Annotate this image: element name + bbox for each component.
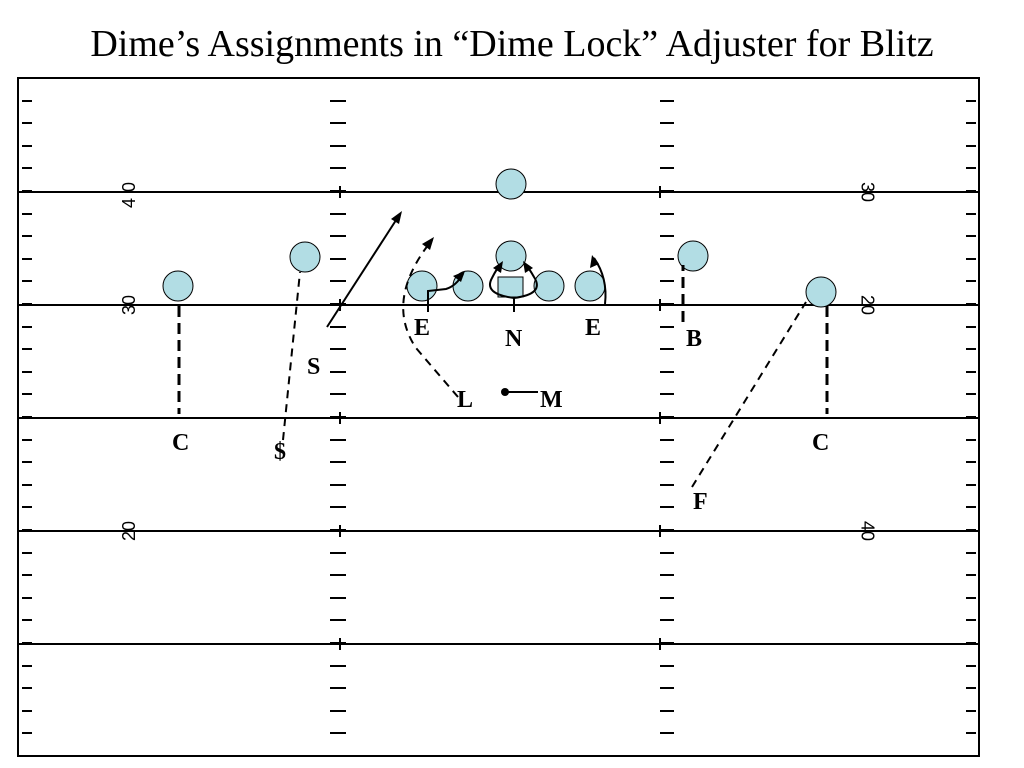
yard-numbers: 40 30 20 20 30 40 — [119, 176, 878, 541]
yard-number-right-20: 20 — [857, 295, 877, 315]
label-linebacker-l: L — [457, 387, 473, 413]
hash-marks — [22, 100, 976, 734]
label-nose: N — [505, 326, 523, 352]
offense — [162, 168, 837, 308]
linebacker-m-dot — [501, 388, 509, 396]
yard-number-right-30: 30 — [857, 182, 877, 202]
arrowhead-e-right — [590, 255, 599, 268]
arrowhead-e-left — [453, 271, 465, 282]
label-free-safety: F — [693, 489, 708, 515]
offense-player-deep-back — [495, 168, 527, 200]
label-buck: B — [686, 326, 702, 352]
label-linebacker-m: M — [540, 387, 563, 413]
label-right-end: E — [585, 315, 601, 341]
label-dime: $ — [274, 439, 286, 465]
yard-number-left-40: 40 — [119, 176, 139, 208]
arrowhead-n-right — [523, 261, 533, 273]
offense-player-tight-end — [677, 240, 709, 272]
defense-labels: C C $ S E E N L M B F — [172, 315, 829, 515]
offense-player-guard-right — [533, 270, 565, 302]
arrowhead-n-left — [493, 261, 503, 273]
yard-number-left-20: 20 — [119, 521, 139, 541]
arrowhead-s — [391, 211, 402, 224]
offense-player-tackle-left — [406, 270, 438, 302]
offense-player-tackle-right — [574, 270, 606, 302]
arrowheads — [391, 211, 599, 282]
strong-safety-blitz-path — [326, 213, 401, 328]
offense-player-slot-left — [289, 241, 321, 273]
offense-player-quarterback — [495, 240, 527, 272]
yard-number-left-30: 30 — [119, 295, 139, 315]
label-right-corner: C — [812, 430, 829, 456]
label-strong-safety: S — [307, 354, 320, 380]
offense-player-wide-left — [162, 270, 194, 302]
linebacker-l-blitz-path — [402, 239, 459, 398]
offense-player-wide-right — [805, 276, 837, 308]
offense-player-center — [497, 276, 524, 298]
slide-title: Dime’s Assignments in “Dime Lock” Adjust… — [90, 23, 934, 65]
label-left-corner: C — [172, 430, 189, 456]
yard-number-right-40: 40 — [857, 521, 877, 541]
arrowhead-l — [422, 237, 434, 250]
dime-path — [282, 271, 301, 441]
label-left-end: E — [414, 315, 430, 341]
